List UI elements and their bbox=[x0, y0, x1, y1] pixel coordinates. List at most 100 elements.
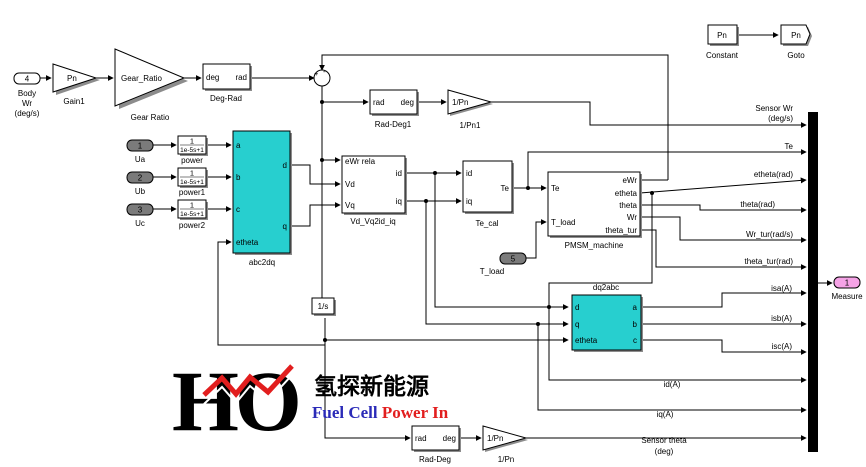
goto-block[interactable]: Pn Goto bbox=[780, 24, 812, 60]
power2-den: 1e-5s+1 bbox=[180, 211, 204, 218]
inv-pn-text: 1/Pn bbox=[487, 434, 503, 443]
abc2dq-in-a: a bbox=[236, 141, 241, 150]
constant-block[interactable]: Pn Constant bbox=[706, 24, 739, 60]
inv-pn1-text: 1/Pn bbox=[452, 98, 468, 107]
rad-deg-in: rad bbox=[415, 434, 427, 443]
inport-uc[interactable]: 3 Uc bbox=[126, 203, 154, 228]
inport-ua[interactable]: 1 Ua bbox=[126, 139, 154, 164]
inv-pn-label: 1/Pn bbox=[498, 455, 514, 464]
power1-num: 1 bbox=[190, 169, 194, 178]
abc2dq-in-b: b bbox=[236, 173, 241, 182]
signal-label-wr-tur: Wr_tur(rad/s) bbox=[746, 230, 793, 239]
abc2dq-block[interactable]: a b c etheta d q abc2dq bbox=[232, 130, 292, 267]
inport-tload-label: T_load bbox=[480, 267, 504, 276]
inport-uc-number: 3 bbox=[138, 206, 143, 215]
vdvq-in-vd: Vd bbox=[345, 180, 355, 189]
pmsm-out-theta: theta bbox=[619, 201, 637, 210]
signal-label-sensor-wr-unit: (deg/s) bbox=[768, 114, 793, 123]
power-filter-block[interactable]: 1 1e-5s+1 power bbox=[177, 135, 208, 165]
rad-deg1-block[interactable]: rad deg Rad-Deg1 bbox=[369, 89, 419, 129]
sum-plus: + bbox=[314, 69, 319, 78]
pmsm-machine-block[interactable]: Te T_load eWr etheta theta Wr theta_tur … bbox=[547, 171, 642, 250]
integrator-text: 1/s bbox=[318, 302, 329, 311]
pmsm-label: PMSM_machine bbox=[565, 241, 624, 250]
gain1-block[interactable]: Pn Gain1 bbox=[52, 63, 100, 106]
sum-block[interactable]: + - bbox=[313, 67, 331, 87]
inport-ub-label: Ub bbox=[135, 187, 146, 196]
watermark-logo: HO 氢探新能源 Fuel Cell Power In bbox=[172, 353, 449, 449]
signal-label-theta-tur: theta_tur(rad) bbox=[745, 257, 794, 266]
inport-tload[interactable]: 5 T_load bbox=[480, 252, 527, 276]
inv-pn1-label: 1/Pn1 bbox=[460, 121, 481, 130]
logo-red-zigzag bbox=[202, 364, 294, 398]
inport-ub[interactable]: 2 Ub bbox=[126, 171, 154, 196]
deg-rad-out: rad bbox=[235, 73, 247, 82]
inv-pn-block[interactable]: 1/Pn 1/Pn bbox=[482, 425, 528, 464]
te-cal-label: Te_cal bbox=[475, 219, 498, 228]
outport-measure[interactable]: 1 Measure bbox=[831, 276, 863, 301]
signal-label-isa: isa(A) bbox=[771, 284, 792, 293]
inv-pn1-block[interactable]: 1/Pn 1/Pn1 bbox=[447, 89, 493, 130]
abc2dq-in-etheta: etheta bbox=[236, 238, 259, 247]
abc2dq-in-c: c bbox=[236, 205, 240, 214]
constant-text: Pn bbox=[717, 31, 727, 40]
power1-label: power1 bbox=[179, 188, 206, 197]
signal-label-sensor-theta: Sensor theta bbox=[641, 436, 687, 445]
inport-uc-label: Uc bbox=[135, 219, 145, 228]
power2-label: power2 bbox=[179, 221, 206, 230]
pmsm-in-te: Te bbox=[551, 184, 560, 193]
integrator-block[interactable]: 1/s bbox=[311, 297, 336, 316]
signal-label-isb: isb(A) bbox=[771, 314, 792, 323]
dq2abc-out-a: a bbox=[633, 303, 638, 312]
abc2dq-out-q: q bbox=[283, 222, 287, 231]
vdvq2idiq-block[interactable]: eWr rela Vd Vq id iq Vd_Vq2id_iq bbox=[341, 155, 407, 226]
signal-label-te: Te bbox=[785, 142, 794, 151]
bus-creator-bar[interactable] bbox=[808, 112, 818, 452]
power1-filter-block[interactable]: 1 1e-5s+1 power1 bbox=[177, 167, 208, 197]
power-den: 1e-5s+1 bbox=[180, 147, 204, 154]
junction-dots bbox=[320, 100, 654, 342]
te-cal-in-id: id bbox=[466, 169, 472, 178]
deg-rad-label: Deg-Rad bbox=[210, 94, 242, 103]
te-cal-block[interactable]: id iq Te Te_cal bbox=[462, 160, 514, 228]
dq2abc-label: dq2abc bbox=[593, 283, 619, 292]
abc2dq-label: abc2dq bbox=[249, 258, 275, 267]
signal-label-sensor-theta-unit: (deg) bbox=[655, 447, 674, 456]
inport-body-wr[interactable]: 4 Body Wr (deg/s) bbox=[13, 72, 41, 118]
signal-label-id: id(A) bbox=[664, 380, 681, 389]
power-num: 1 bbox=[190, 137, 194, 146]
logo-english-text: Fuel Cell Power In bbox=[312, 403, 449, 422]
vdvq-label: Vd_Vq2id_iq bbox=[350, 217, 395, 226]
inport-ub-number: 2 bbox=[138, 174, 143, 183]
vdvq-out-iq: iq bbox=[396, 197, 402, 206]
goto-label: Goto bbox=[787, 51, 805, 60]
pmsm-out-ewr: eWr bbox=[622, 176, 637, 185]
rad-deg-label: Rad-Deg bbox=[419, 455, 451, 464]
outport-measure-label: Measure bbox=[831, 292, 863, 301]
dq2abc-out-c: c bbox=[633, 336, 637, 345]
rad-deg1-out: deg bbox=[401, 98, 414, 107]
inport-body-wr-label-3: (deg/s) bbox=[15, 109, 40, 118]
inport-body-wr-label-2: Wr bbox=[22, 99, 32, 108]
abc2dq-out-d: d bbox=[283, 161, 287, 170]
inport-body-wr-label-1: Body bbox=[18, 89, 36, 98]
dq2abc-out-b: b bbox=[633, 320, 638, 329]
pmsm-out-wr: Wr bbox=[627, 213, 637, 222]
deg-rad-block[interactable]: deg rad Deg-Rad bbox=[202, 63, 252, 103]
inport-ua-number: 1 bbox=[138, 142, 143, 151]
power2-filter-block[interactable]: 1 1e-5s+1 power2 bbox=[177, 199, 208, 230]
rad-deg-out: deg bbox=[443, 434, 456, 443]
rad-deg-block[interactable]: rad deg Rad-Deg bbox=[411, 425, 461, 464]
sum-minus: - bbox=[323, 67, 326, 76]
vdvq-in-ewr: eWr rela bbox=[345, 157, 376, 166]
bus-signal-labels: Sensor Wr (deg/s) Te etheta(rad) theta(r… bbox=[641, 104, 793, 456]
power2-num: 1 bbox=[190, 201, 194, 210]
signal-label-etheta: etheta(rad) bbox=[754, 170, 793, 179]
signal-label-theta: theta(rad) bbox=[740, 200, 775, 209]
signal-lines bbox=[40, 32, 833, 441]
gear-ratio-block[interactable]: Gear_Ratio Gear Ratio bbox=[114, 48, 188, 122]
outport-measure-number: 1 bbox=[845, 279, 850, 288]
dq2abc-in-q: q bbox=[575, 320, 579, 329]
vdvq-out-id: id bbox=[396, 169, 402, 178]
dq2abc-block[interactable]: d q etheta a b c dq2abc bbox=[571, 283, 643, 352]
